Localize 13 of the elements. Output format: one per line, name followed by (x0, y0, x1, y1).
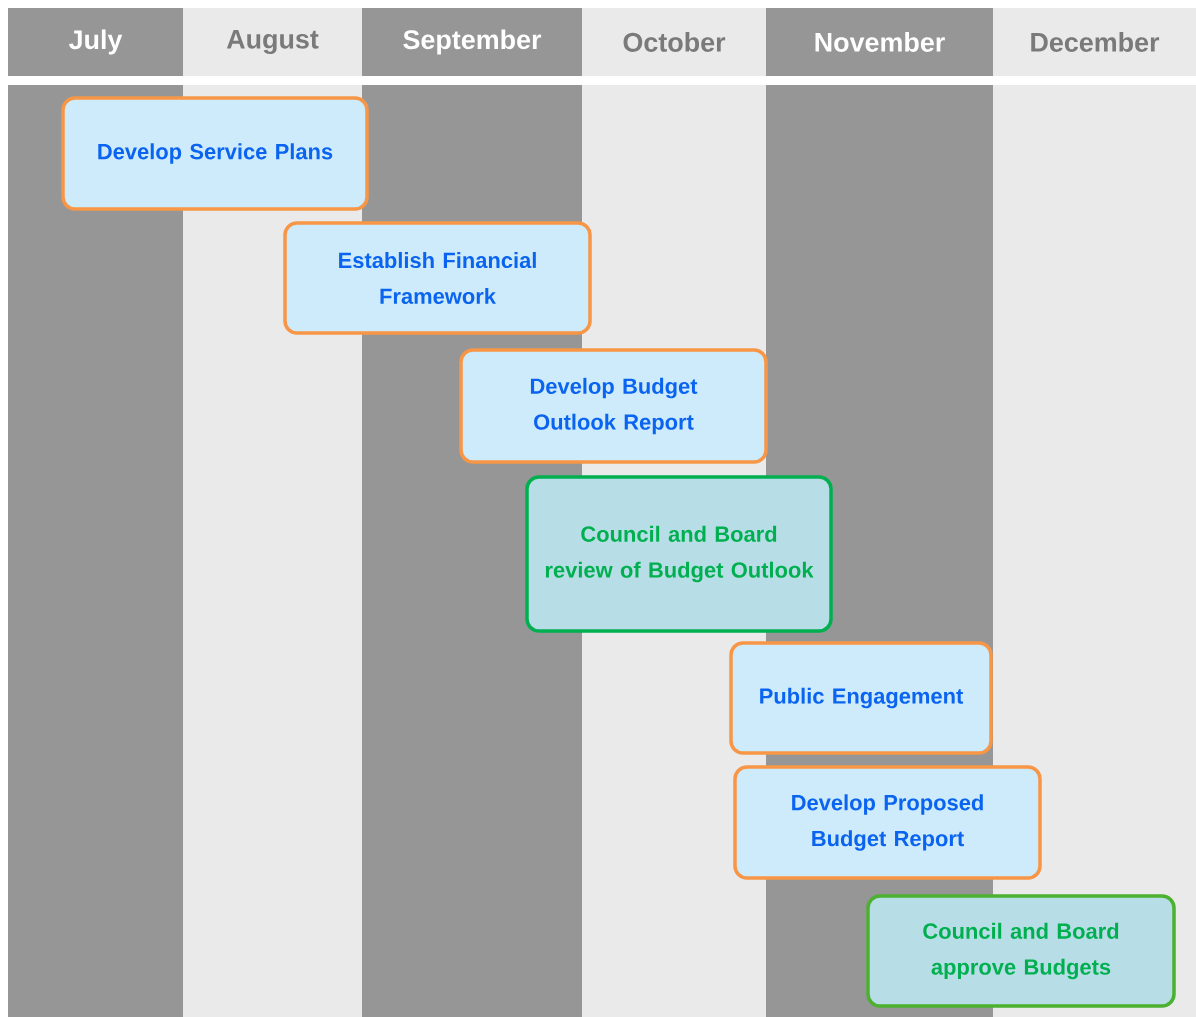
task-box: Council and Board approve Budgets (866, 894, 1176, 1008)
task-box: Develop Proposed Budget Report (733, 765, 1042, 880)
month-header: July (8, 8, 183, 76)
month-header: August (183, 8, 362, 76)
task-box: Develop Budget Outlook Report (459, 348, 768, 464)
task-box: Council and Board review of Budget Outlook (525, 475, 833, 633)
task-box: Public Engagement (729, 641, 993, 755)
task-box: Develop Service Plans (61, 96, 369, 211)
month-header: September (362, 8, 582, 76)
task-box: Establish Financial Framework (283, 221, 592, 335)
month-header: December (993, 8, 1196, 76)
month-header: November (766, 8, 993, 76)
month-header: October (582, 8, 766, 76)
